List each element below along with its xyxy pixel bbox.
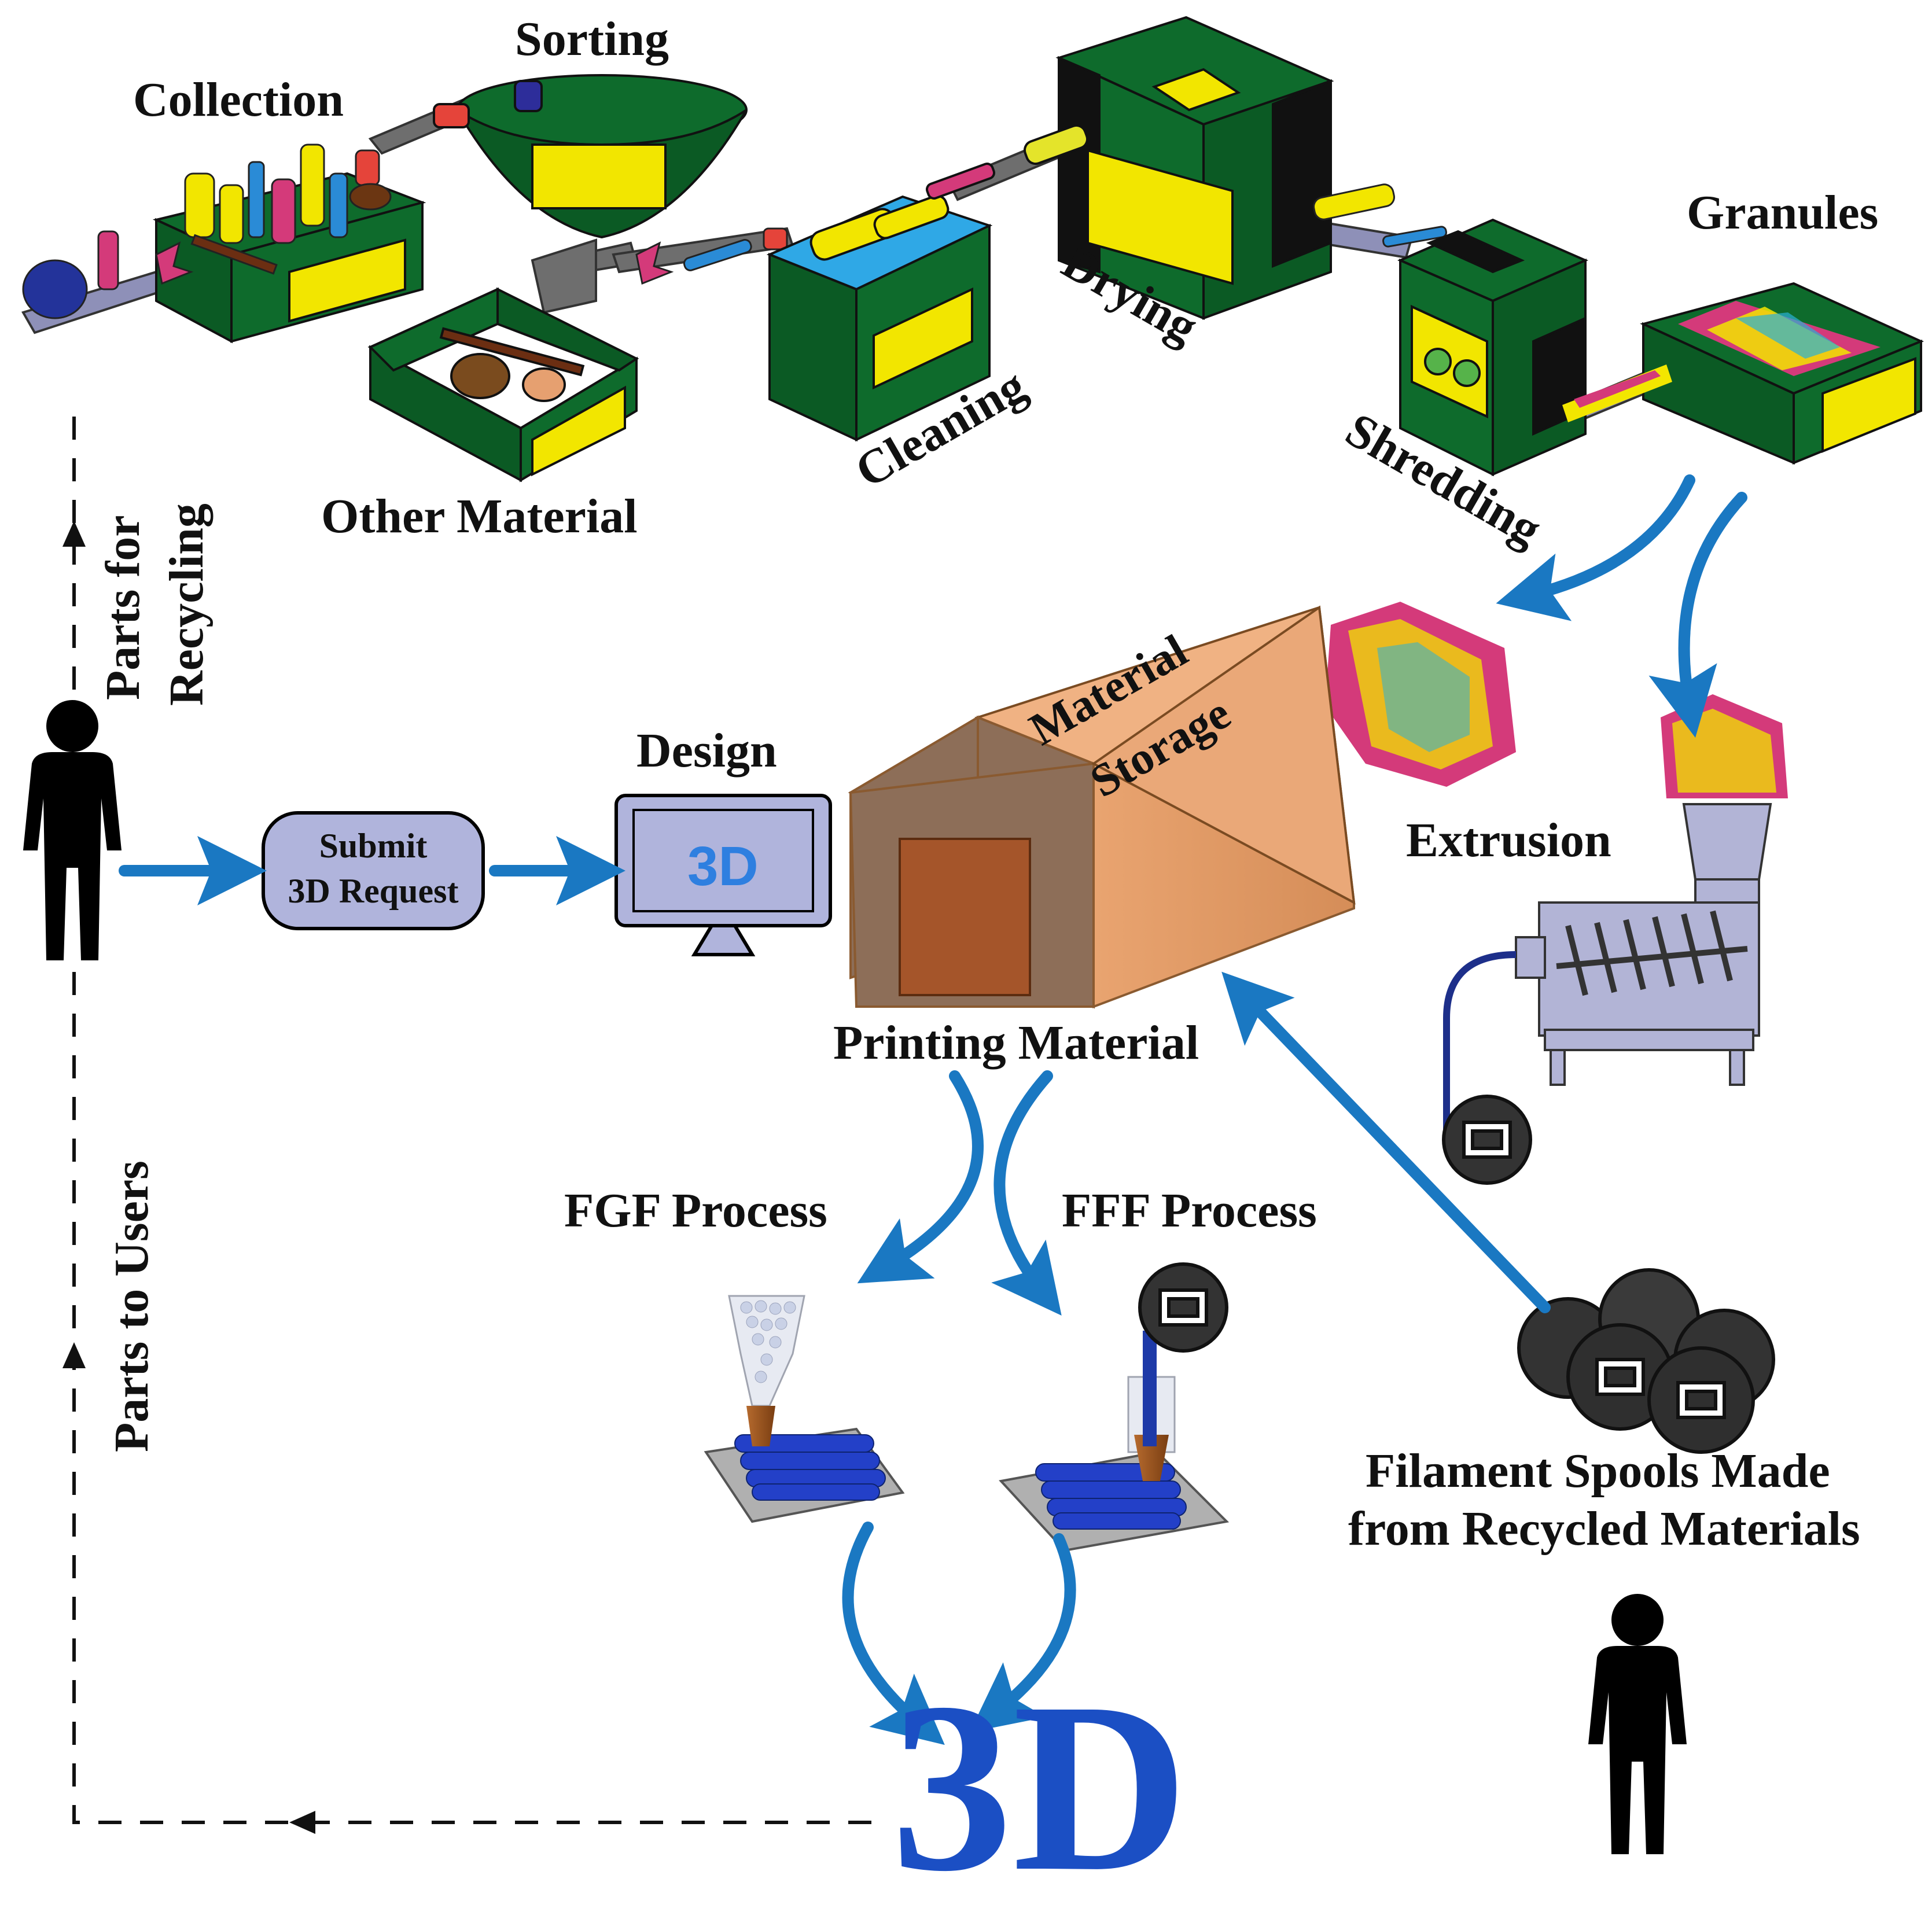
loop-arrowheads xyxy=(62,521,315,1834)
label-design: Design xyxy=(636,724,777,778)
granule-pile-hopper xyxy=(1661,694,1788,798)
label-granules: Granules xyxy=(1687,186,1878,240)
label-collection: Collection xyxy=(133,73,344,127)
label-fff-process: FFF Process xyxy=(1062,1184,1317,1237)
arrow-fgf-to-output xyxy=(842,1522,945,1745)
extrusion-machine xyxy=(1443,803,1772,1134)
label-extrusion: Extrusion xyxy=(1406,813,1611,867)
fgf-printer xyxy=(704,1295,905,1523)
granule-flakes xyxy=(1562,301,1881,422)
granules-bin xyxy=(1640,282,1924,465)
label-parts-to-users: Parts to Users xyxy=(105,1161,159,1452)
other-material-bin xyxy=(367,287,639,482)
label-submit-line1: Submit xyxy=(319,827,428,865)
design-monitor-icon xyxy=(614,794,832,956)
flow-arrows xyxy=(119,474,1747,1745)
cleaning-machine xyxy=(766,163,996,442)
material-storage-building xyxy=(848,605,1356,1009)
arrow-spools-to-storage xyxy=(1221,971,1551,1313)
arrow-fff-to-output xyxy=(969,1533,1076,1733)
arrow-granules-to-pile xyxy=(1496,474,1695,621)
arrow-storage-to-fff xyxy=(991,1070,1062,1316)
label-fgf-process: FGF Process xyxy=(564,1184,827,1237)
label-recycling: Recycling xyxy=(160,503,214,706)
arrow-storage-to-fgf xyxy=(857,1070,984,1284)
label-spools-line1: Filament Spools Made xyxy=(1366,1444,1830,1498)
drying-machine xyxy=(1023,16,1334,320)
feedback-loop-dashed xyxy=(72,417,885,1824)
label-other-material: Other Material xyxy=(321,489,638,543)
monitor-3d-text: 3D xyxy=(687,835,759,897)
user-person-icon xyxy=(23,700,122,960)
spool-user-person-icon xyxy=(1588,1594,1687,1854)
filament-spool-cluster xyxy=(1517,1268,1775,1454)
arrow-granules-to-hopper xyxy=(1648,492,1747,738)
sorted-bottles xyxy=(635,227,788,285)
collected-bottles xyxy=(22,143,392,319)
label-spools-line2: from Recycled Materials xyxy=(1348,1502,1860,1556)
label-parts-for: Parts for xyxy=(96,515,150,700)
label-sorting: Sorting xyxy=(515,12,669,66)
label-submit-line2: 3D Request xyxy=(288,872,459,910)
extrusion-spool xyxy=(1442,1095,1532,1185)
granule-pile-left xyxy=(1325,602,1516,787)
output-3d-text: 3D xyxy=(891,1652,1188,1919)
shredding-machine xyxy=(1397,218,1588,477)
sorting-funnel xyxy=(433,74,748,239)
fff-printer xyxy=(999,1262,1230,1552)
label-printing-material: Printing Material xyxy=(833,1016,1199,1070)
conveyor-bottles-drying xyxy=(1313,183,1447,248)
